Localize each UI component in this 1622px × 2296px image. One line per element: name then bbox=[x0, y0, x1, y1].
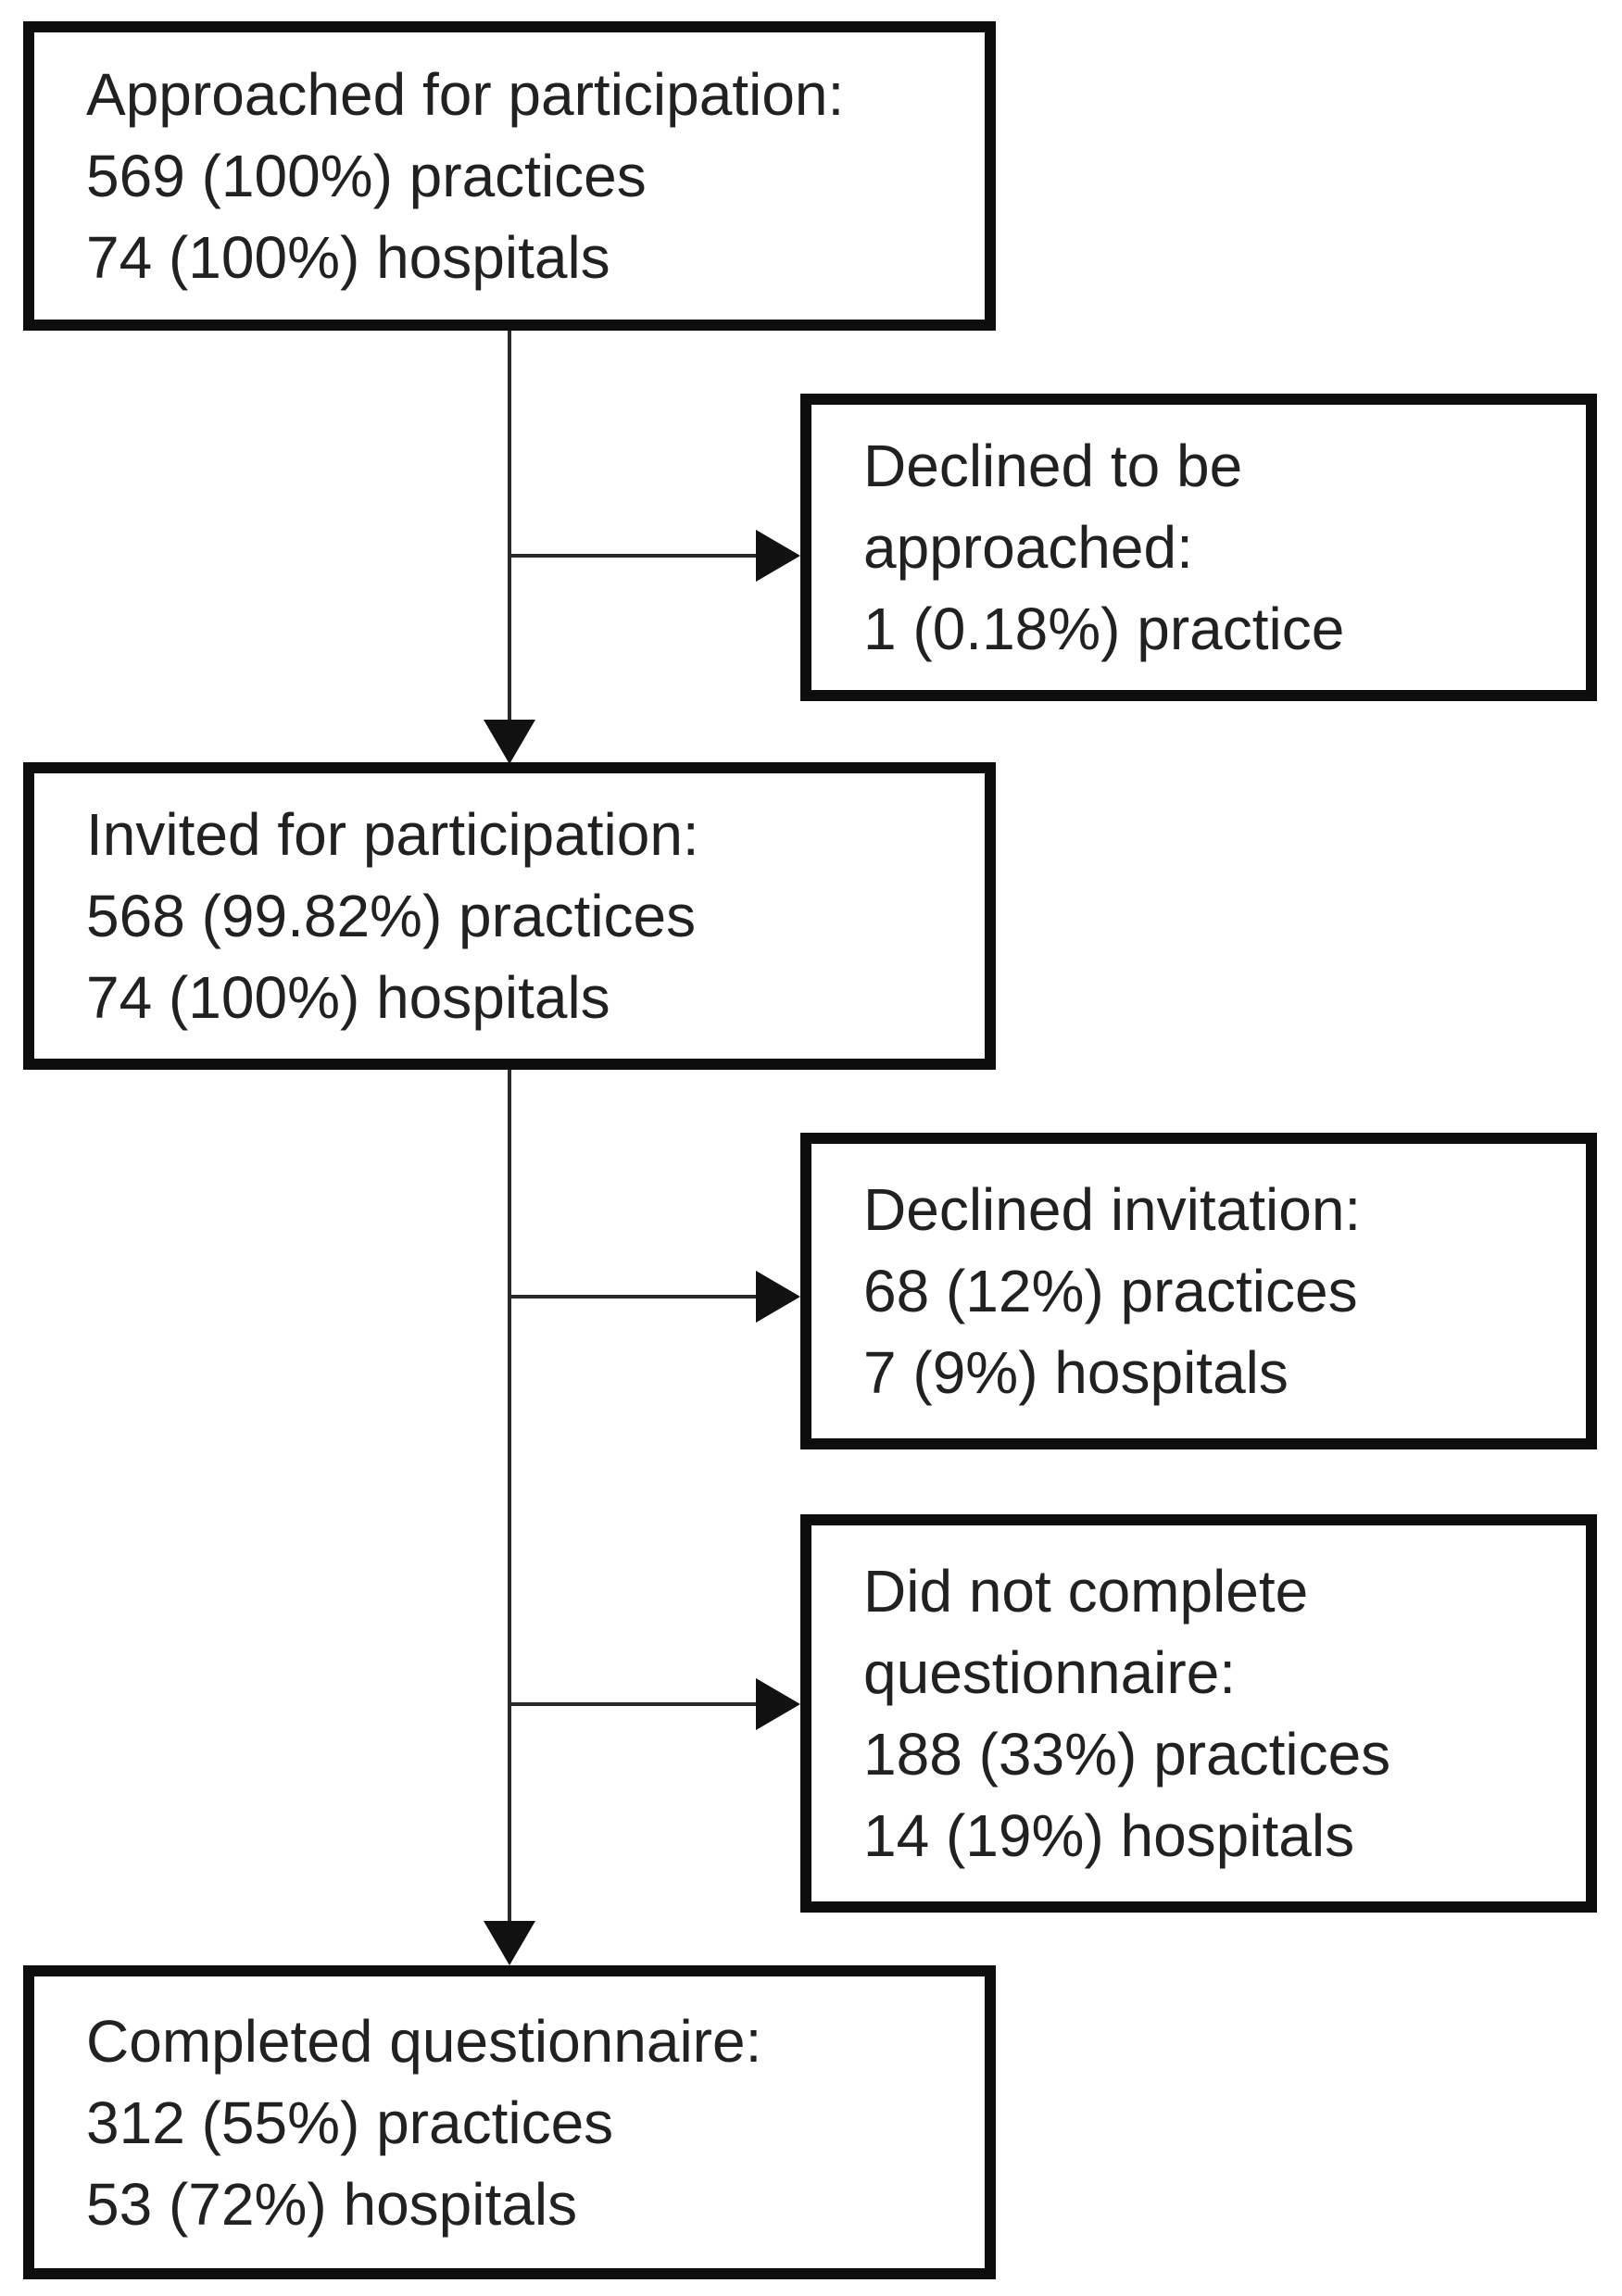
box-invited-line-1: Invited for participation: bbox=[86, 801, 699, 868]
box-not-completed-line-4: 14 (19%) hospitals bbox=[863, 1802, 1355, 1869]
arrowhead-right-into-not-completed-icon bbox=[756, 1678, 800, 1730]
box-declined-approach-line-1: Declined to be bbox=[863, 433, 1243, 499]
arrowhead-down-into-completed-icon bbox=[484, 1921, 535, 1965]
connector-branch-declined-approach bbox=[509, 554, 760, 558]
box-declined-to-be-approached: Declined to be approached: 1 (0.18%) pra… bbox=[800, 394, 1597, 701]
arrowhead-right-into-declined-invitation-icon bbox=[756, 1271, 800, 1323]
box-declined-invitation-line-2: 68 (12%) practices bbox=[863, 1258, 1358, 1324]
connector-invited-to-completed bbox=[508, 1070, 511, 1921]
box-completed-line-1: Completed questionnaire: bbox=[86, 2007, 762, 2075]
connector-branch-not-completed bbox=[509, 1702, 760, 1706]
box-did-not-complete-questionnaire: Did not complete questionnaire: 188 (33%… bbox=[800, 1514, 1597, 1913]
box-declined-invitation: Declined invitation: 68 (12%) practices … bbox=[800, 1133, 1597, 1449]
box-declined-invitation-line-1: Declined invitation: bbox=[863, 1176, 1362, 1243]
connector-approached-to-invited bbox=[508, 331, 511, 720]
box-approached-line-1: Approached for participation: bbox=[86, 61, 845, 128]
box-invited-line-3: 74 (100%) hospitals bbox=[86, 964, 610, 1031]
box-declined-approach-line-2: approached: bbox=[863, 514, 1193, 581]
box-approached-for-participation: Approached for participation: 569 (100%)… bbox=[23, 21, 996, 331]
box-declined-approach-line-3: 1 (0.18%) practice bbox=[863, 596, 1345, 662]
box-invited-line-2: 568 (99.82%) practices bbox=[86, 883, 697, 949]
box-not-completed-line-3: 188 (33%) practices bbox=[863, 1721, 1391, 1788]
box-not-completed-line-1: Did not complete bbox=[863, 1558, 1309, 1625]
box-declined-invitation-line-3: 7 (9%) hospitals bbox=[863, 1339, 1289, 1406]
box-completed-line-3: 53 (72%) hospitals bbox=[86, 2170, 578, 2238]
box-not-completed-line-2: questionnaire: bbox=[863, 1639, 1237, 1706]
box-completed-line-2: 312 (55%) practices bbox=[86, 2089, 614, 2156]
box-approached-line-3: 74 (100%) hospitals bbox=[86, 224, 610, 291]
arrowhead-right-into-declined-approach-icon bbox=[756, 530, 800, 582]
box-completed-questionnaire: Completed questionnaire: 312 (55%) pract… bbox=[23, 1965, 996, 2279]
arrowhead-down-into-invited-icon bbox=[484, 720, 535, 764]
box-approached-line-2: 569 (100%) practices bbox=[86, 143, 647, 209]
box-invited-for-participation: Invited for participation: 568 (99.82%) … bbox=[23, 762, 996, 1070]
connector-branch-declined-invitation bbox=[509, 1295, 760, 1299]
